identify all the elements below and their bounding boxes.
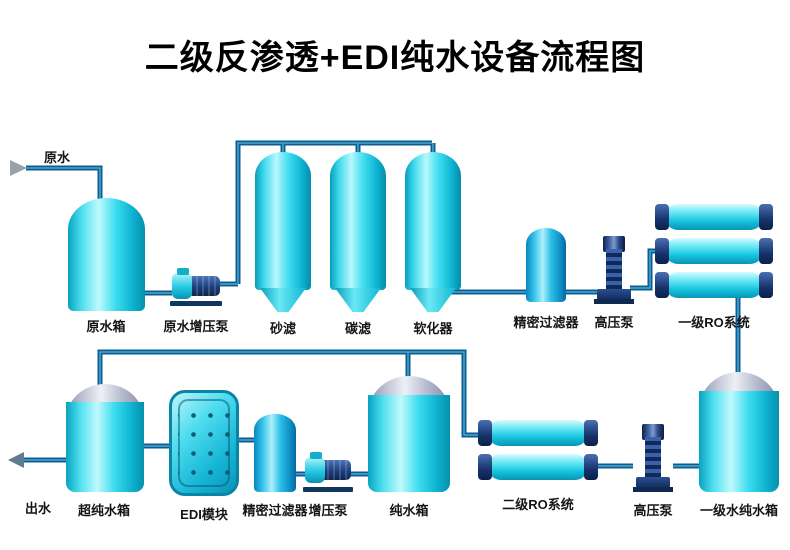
ro-system-1	[655, 204, 773, 298]
booster-pump-2	[303, 452, 353, 492]
ro-end-cap	[478, 420, 492, 446]
water-softener	[405, 152, 461, 312]
label-raw-water-tank: 原水箱	[86, 319, 126, 334]
sand-filter	[255, 152, 311, 312]
ro-end-cap	[584, 420, 598, 446]
pump-base	[170, 301, 222, 306]
ro-end-cap	[655, 272, 669, 298]
vessel-cone	[410, 288, 456, 312]
ro-end-cap	[478, 454, 492, 480]
ultrapure-water-tank	[66, 384, 144, 492]
pump-foot	[636, 477, 670, 488]
vessel-body	[330, 152, 386, 290]
pump-motor	[190, 276, 220, 296]
carbon-filter	[330, 152, 386, 312]
pump-motor	[603, 236, 625, 252]
edi-panel	[178, 399, 230, 487]
label-pure-water-tank: 纯水箱	[389, 503, 429, 518]
label-stage1-pure-water-tank: 一级水纯水箱	[699, 503, 779, 518]
ro-end-cap	[759, 238, 773, 264]
label-high-pressure-pump-1: 高压泵	[594, 315, 634, 330]
label-ultrapure-water-tank: 超纯水箱	[77, 503, 131, 518]
ro-end-cap	[759, 204, 773, 230]
label-raw-water-booster-pump: 原水增压泵	[163, 319, 229, 334]
ro-membrane	[488, 420, 588, 446]
label-booster-pump-2: 增压泵	[308, 503, 348, 518]
inlet-arrow-icon	[10, 160, 27, 176]
pump-base	[303, 487, 353, 492]
pump-head	[305, 457, 325, 483]
raw-water-tank	[68, 198, 145, 311]
outlet-arrow-icon	[8, 452, 24, 468]
raw-water-booster-pump	[170, 268, 222, 306]
ro-end-cap	[759, 272, 773, 298]
label-ro-system-1: 一级RO系统	[678, 315, 750, 330]
precision-filter-1	[526, 228, 566, 302]
label-outlet: 出水	[24, 501, 52, 516]
ro-end-cap	[655, 204, 669, 230]
ro-membrane	[665, 204, 763, 230]
pump-base	[594, 299, 634, 304]
ro-system-2	[478, 420, 598, 480]
tank-shell	[699, 391, 779, 492]
label-high-pressure-pump-2: 高压泵	[633, 503, 673, 518]
pump-base	[633, 487, 673, 492]
pump-motor	[642, 424, 664, 440]
tank-shell	[368, 395, 450, 492]
ro-end-cap	[584, 454, 598, 480]
label-ro-system-2: 二级RO系统	[502, 497, 574, 512]
high-pressure-pump-1	[594, 236, 634, 304]
label-water-softener: 软化器	[413, 321, 453, 336]
high-pressure-pump-2	[633, 424, 673, 492]
page-title: 二级反渗透+EDI纯水设备流程图	[144, 39, 646, 77]
pump-foot	[597, 289, 631, 300]
pure-water-tank	[368, 376, 450, 492]
ro-membrane	[665, 238, 763, 264]
pump-stage-column	[645, 437, 661, 485]
label-inlet: 原水	[43, 150, 71, 165]
ro-membrane	[488, 454, 588, 480]
pump-motor	[321, 460, 351, 480]
vessel-cone	[260, 288, 306, 312]
label-precision-filter-1: 精密过滤器	[513, 315, 579, 330]
label-carbon-filter: 碳滤	[344, 321, 372, 336]
ro-membrane	[665, 272, 763, 298]
label-sand-filter: 砂滤	[269, 321, 297, 336]
tank-shell	[66, 402, 144, 492]
pump-stage-column	[606, 249, 622, 297]
ro-end-cap	[655, 238, 669, 264]
stage1-pure-water-tank	[699, 372, 779, 492]
label-precision-filter-2: 精密过滤器	[242, 503, 308, 518]
edi-module	[169, 390, 239, 496]
pump-head	[172, 273, 192, 299]
vessel-cone	[335, 288, 381, 312]
vessel-body	[405, 152, 461, 290]
pump-outlet-port	[310, 452, 322, 459]
pump-outlet-port	[177, 268, 189, 275]
vessel-body	[255, 152, 311, 290]
precision-filter-2	[254, 414, 296, 492]
label-edi-module: EDI模块	[180, 507, 228, 522]
